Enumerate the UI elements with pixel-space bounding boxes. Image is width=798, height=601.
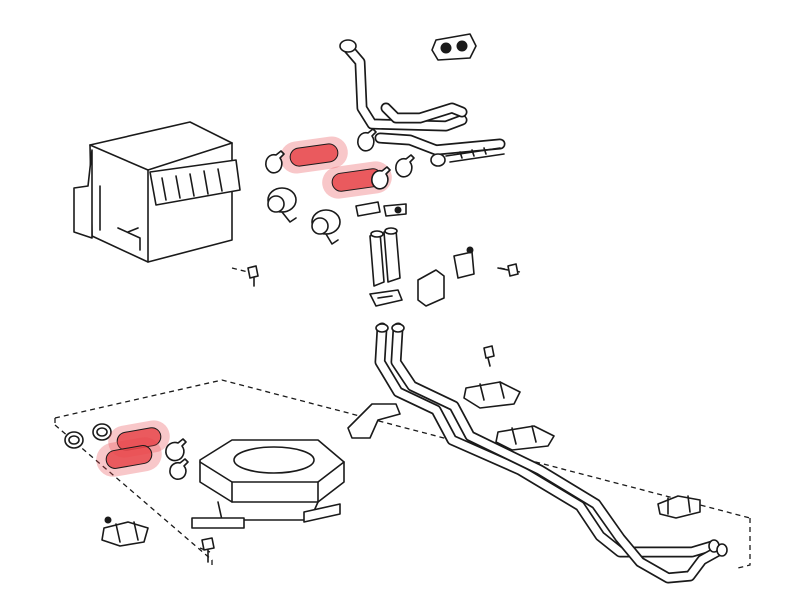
clamp-bracket-lower bbox=[101, 516, 149, 547]
heater-unit-housing bbox=[73, 121, 241, 263]
hose-clamps-lower bbox=[64, 423, 189, 480]
grommet bbox=[431, 33, 477, 61]
insulating-tube-center bbox=[369, 227, 403, 307]
reference-lines bbox=[54, 267, 751, 569]
hose-upper-1 bbox=[280, 136, 348, 174]
hose-lower-1 bbox=[108, 420, 170, 458]
pipe-clamps-main bbox=[347, 381, 701, 519]
bolts bbox=[201, 263, 519, 563]
cooler-pipe-main bbox=[374, 322, 728, 584]
hose-lower-2 bbox=[96, 437, 162, 477]
pipe-insulators bbox=[267, 187, 341, 245]
hose-clamps-upper bbox=[265, 128, 415, 190]
small-hoses-center bbox=[355, 201, 407, 217]
pipe-brackets bbox=[417, 246, 475, 307]
heater-pipe-upper bbox=[339, 39, 506, 167]
hose-upper-2 bbox=[322, 161, 392, 199]
evaporator-unit bbox=[191, 439, 345, 529]
